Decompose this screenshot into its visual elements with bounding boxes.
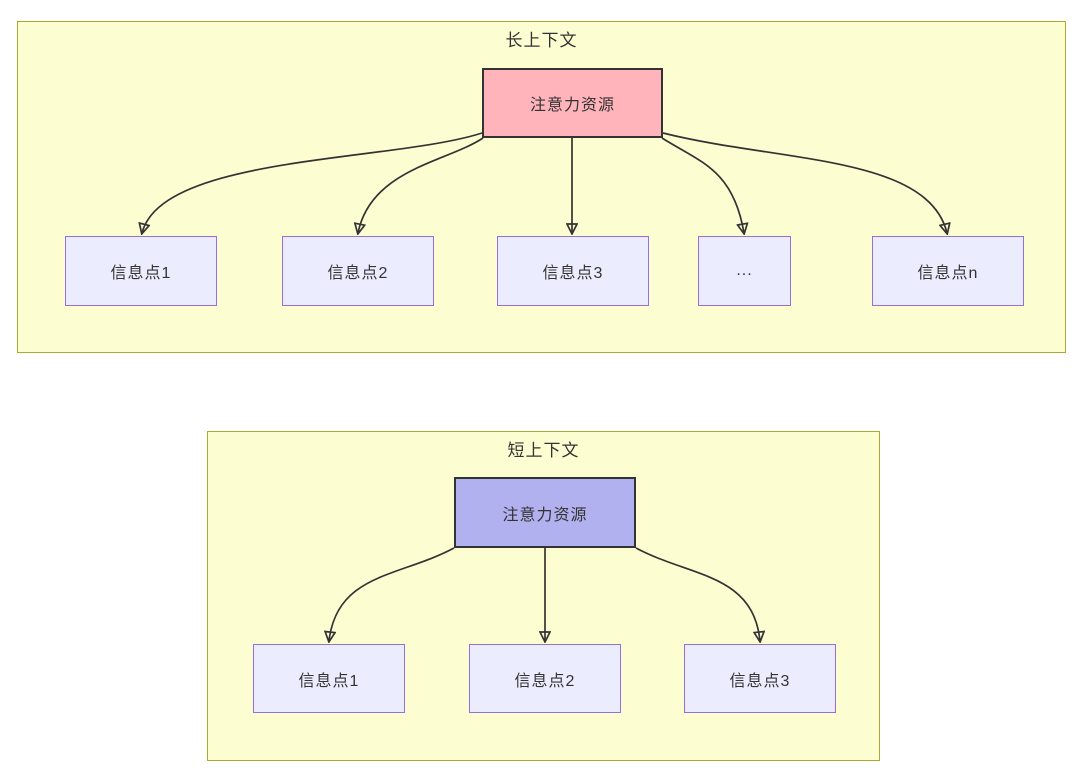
info-node-short-1-label: 信息点1 — [298, 672, 360, 690]
info-node-long-1-label: 信息点1 — [110, 265, 172, 282]
attention-node-short: 注意力资源 — [454, 477, 636, 548]
info-node-short-2-label: 信息点2 — [514, 672, 576, 690]
info-node-short-3-label: 信息点3 — [729, 672, 791, 690]
info-node-long-3-label: 信息点3 — [542, 265, 604, 282]
attention-node-long: 注意力资源 — [482, 68, 663, 138]
info-node-short-2: 信息点2 — [469, 644, 621, 713]
info-node-long-n-label: 信息点n — [917, 265, 979, 282]
info-node-long-3: 信息点3 — [497, 236, 649, 306]
attention-node-long-label: 注意力资源 — [529, 97, 615, 114]
info-node-long-2-label: 信息点2 — [327, 265, 389, 282]
cluster-long-title: 长上下文 — [505, 31, 578, 50]
info-node-long-1: 信息点1 — [65, 236, 217, 306]
info-node-long-n: 信息点n — [872, 236, 1024, 306]
attention-node-short-label: 注意力资源 — [502, 506, 588, 524]
cluster-short-title: 短上下文 — [507, 441, 580, 460]
info-node-long-ellipsis-label: ... — [736, 262, 753, 279]
info-node-short-3: 信息点3 — [684, 644, 836, 713]
info-node-short-1: 信息点1 — [253, 644, 405, 713]
info-node-long-2: 信息点2 — [282, 236, 434, 306]
info-node-long-ellipsis: ... — [698, 236, 791, 306]
